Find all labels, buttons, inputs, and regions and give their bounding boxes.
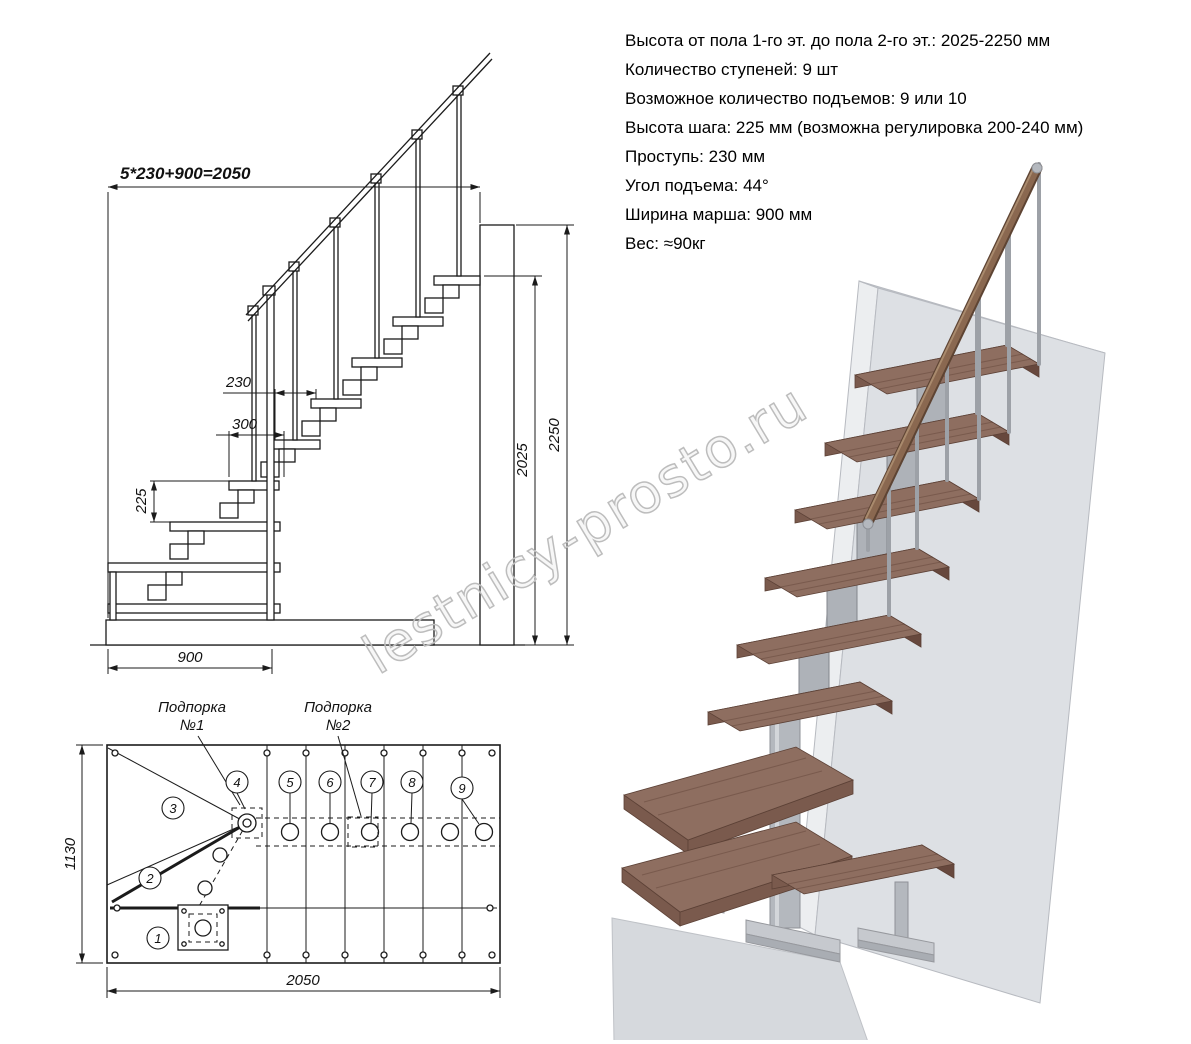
handrail <box>862 162 1043 552</box>
spec-line-rises: Возможное количество подъемов: 9 или 10 <box>625 89 967 108</box>
spec-line-angle: Угол подъема: 44° <box>625 176 769 195</box>
spec-list: Высота от пола 1-го эт. до пола 2-го эт.… <box>625 26 1185 258</box>
dim-rise-label: 225 <box>133 488 150 515</box>
spec-line-width: Ширина марша: 900 мм <box>625 205 813 224</box>
spec-line-step-height: Высота шага: 225 мм (возможна регулировк… <box>625 118 1084 137</box>
spec-line-steps: Количество ступеней: 9 шт <box>625 60 839 79</box>
render-3d <box>611 162 1106 1040</box>
step-5-label: 5 <box>286 775 294 790</box>
step-1-label: 1 <box>154 931 161 946</box>
tread-6 <box>763 547 951 598</box>
spec-line-tread: Проступь: 230 мм <box>625 147 766 166</box>
support-1-label: Подпорка <box>158 699 226 716</box>
step-4-label: 4 <box>233 775 240 790</box>
step-2-label: 2 <box>145 871 154 886</box>
spec-line-height: Высота от пола 1-го эт. до пола 2-го эт.… <box>625 31 1051 50</box>
dim-overhang-label: 300 <box>232 416 258 433</box>
side-view-drawing: 5*230+900=2050 2250 2025 230 300 <box>90 52 574 674</box>
step-8-label: 8 <box>408 775 416 790</box>
tread-3-winder <box>623 746 854 855</box>
stair-structure-elevation <box>90 52 525 646</box>
step-6-label: 6 <box>326 775 334 790</box>
step-number-bubbles <box>138 770 474 950</box>
stair-structure-plan <box>106 744 501 964</box>
step-9-label: 9 <box>458 781 465 796</box>
side-view-dimensions: 5*230+900=2050 2250 2025 230 300 <box>107 164 574 674</box>
balusters <box>887 162 1041 617</box>
support-2-label: Подпорка <box>304 699 372 716</box>
support-2-number: №2 <box>326 717 351 734</box>
step-3-label: 3 <box>169 801 177 816</box>
tread-5 <box>735 614 923 665</box>
dim-total-run-label: 5*230+900=2050 <box>120 164 251 183</box>
step-7-label: 7 <box>368 775 376 790</box>
spec-line-weight: Вес: ≈90кг <box>625 234 706 253</box>
dim-total-height-label: 2250 <box>546 418 563 453</box>
tread-4 <box>706 681 894 732</box>
plan-view-drawing: 1 2 3 4 5 6 7 8 9 Подпорка №1 Подпорка №… <box>62 699 501 998</box>
dim-length-label: 2050 <box>285 972 320 989</box>
plan-view-annotations: 1 2 3 4 5 6 7 8 9 Подпорка №1 Подпорка №… <box>62 699 501 998</box>
dim-width-label: 900 <box>177 649 203 666</box>
support-1-number: №1 <box>180 717 205 734</box>
dim-tread-label: 230 <box>225 374 252 391</box>
dim-stair-height-label: 2025 <box>514 443 531 478</box>
dim-depth-label: 1130 <box>62 837 79 870</box>
tread-1 <box>770 844 956 895</box>
floor <box>611 917 868 1040</box>
entry-post <box>857 881 935 963</box>
